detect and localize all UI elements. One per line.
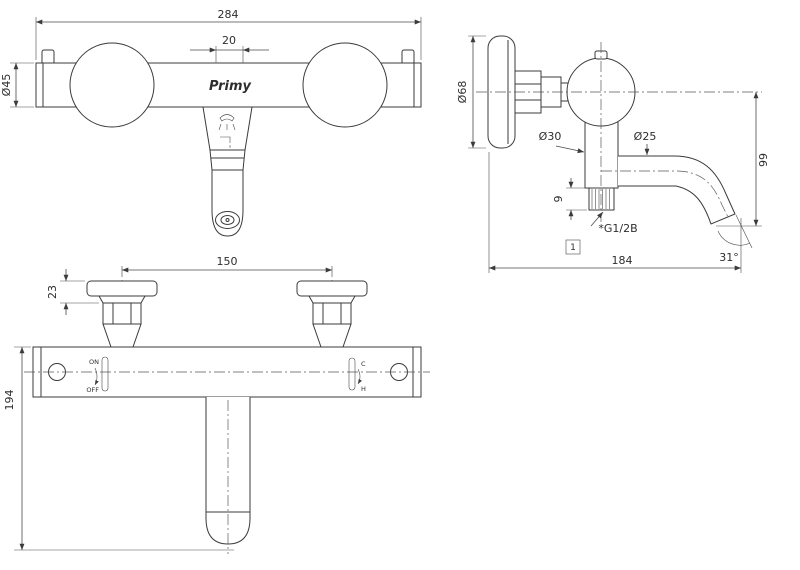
left-handle-cone (102, 323, 142, 348)
diverter-housing (202, 106, 253, 151)
outlet-face-center (225, 218, 230, 222)
right-handle-step (308, 295, 356, 304)
left-handle-disc (86, 280, 158, 297)
left-handle-hex (102, 302, 142, 325)
dim-wall-to-spout-label: 184 (612, 254, 633, 267)
dim-outlet-height-label: 99 (757, 153, 770, 167)
thread-nipple (588, 187, 615, 211)
dim-flange-diameter-label: Ø68 (456, 81, 469, 104)
callout-box (565, 239, 581, 255)
front-handle-right (302, 42, 388, 128)
diverter-ring (209, 149, 246, 171)
temp-lever (348, 357, 356, 391)
dim-handle-centers-label: 150 (217, 255, 238, 268)
cold-hot-arrow (357, 368, 362, 385)
spout-centerline (601, 170, 730, 220)
callout-ref-label: 1 (570, 243, 576, 253)
right-handle-cone (312, 323, 352, 348)
dim-thread-length-label: 9 (552, 196, 565, 203)
bottom-front-view: ON OFF C H 150 23 194 (3, 255, 430, 554)
dim-outlet-offset-label: 20 (222, 34, 236, 47)
outlet-body (211, 169, 244, 237)
dim-body-diameter-label: Ø45 (0, 74, 13, 97)
brand-logo: Primy (209, 79, 252, 94)
front-screw-right (401, 49, 415, 65)
front-screw-left (41, 49, 55, 65)
on-off-arrow (94, 367, 99, 386)
diverter-lever (101, 356, 109, 392)
left-handle-step (98, 295, 146, 304)
side-view-dimensions: Ø68 Ø30 Ø25 99 9 *G1/2B 1 184 31° (456, 35, 770, 273)
dim-handle-height-label: 23 (46, 285, 59, 299)
thread-hatch (591, 189, 610, 209)
bottom-view-dimensions: 150 23 194 (3, 255, 332, 551)
front-view-dimensions: 284 20 Ø45 (0, 8, 422, 108)
dim-overall-height-label: 194 (3, 390, 16, 411)
dim-body-diameter-side-label: Ø30 (539, 130, 562, 143)
thread-spec-label: *G1/2B (598, 222, 637, 235)
label-hot: H (361, 385, 366, 393)
side-view: Ø68 Ø30 Ø25 99 9 *G1/2B 1 184 31° (456, 35, 770, 273)
label-on: ON (89, 358, 99, 366)
side-body (584, 117, 619, 189)
dim-overall-width-label: 284 (218, 8, 239, 21)
spout-icon (220, 136, 231, 148)
front-handle-left (69, 42, 155, 128)
dim-spout-diameter-label: Ø25 (634, 130, 657, 143)
shower-icon (218, 114, 236, 131)
spout (618, 155, 736, 225)
label-off: OFF (86, 386, 99, 394)
outlet-face-outer (215, 211, 240, 229)
front-view: Primy 284 20 (0, 8, 422, 237)
right-handle-hex (312, 302, 352, 325)
label-cold: C (361, 360, 366, 368)
dim-spout-angle-label: 31° (719, 251, 739, 264)
outlet-face-inner (220, 215, 235, 225)
right-handle-disc (296, 280, 368, 297)
